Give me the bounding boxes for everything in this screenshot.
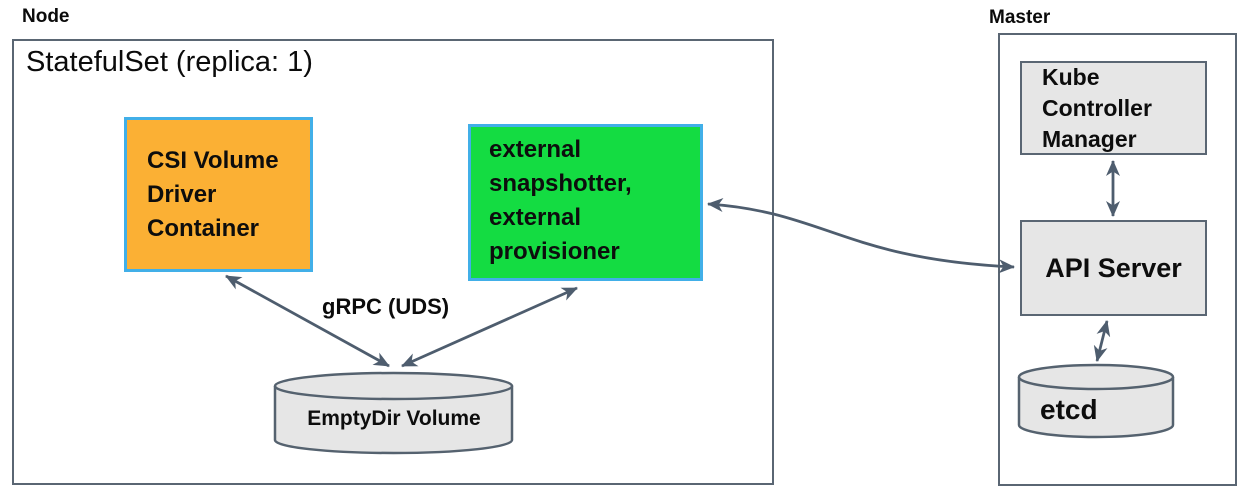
statefulset-label: StatefulSet (replica: 1)	[26, 46, 313, 78]
csi-volume-driver-box: CSI Volume Driver Container	[124, 117, 313, 272]
external-snapshotter-provisioner-label: external snapshotter, external provision…	[489, 136, 632, 265]
grpc-uds-label: gRPC (UDS)	[322, 294, 450, 319]
etcd-label: etcd	[1040, 394, 1098, 425]
node-section-title: Node	[22, 6, 70, 27]
api-server-box: API Server	[1020, 220, 1207, 316]
kube-controller-manager-box: Kube Controller Manager	[1020, 61, 1207, 155]
kube-controller-manager-label: Kube Controller Manager	[1042, 63, 1152, 152]
master-section-title: Master	[989, 7, 1051, 28]
api-server-label: API Server	[1045, 252, 1182, 283]
external-snapshotter-provisioner-box: external snapshotter, external provision…	[468, 124, 703, 281]
emptydir-volume-label: EmptyDir Volume	[307, 407, 481, 430]
csi-volume-driver-label: CSI Volume Driver Container	[147, 146, 279, 242]
